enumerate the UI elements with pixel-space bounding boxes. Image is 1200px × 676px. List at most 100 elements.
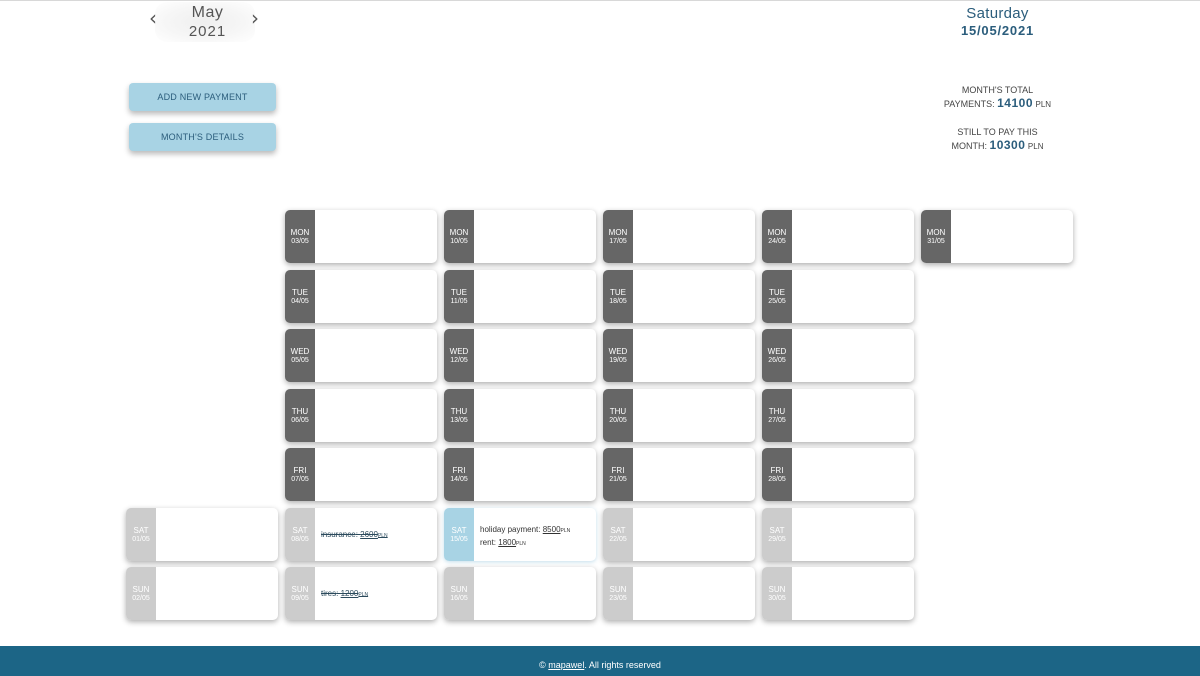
- payment-amount: 2600: [360, 530, 378, 539]
- remaining-payments: STILL TO PAY THIS MONTH: 10300 PLN: [925, 126, 1070, 152]
- day-date: 02/05: [132, 594, 150, 602]
- remaining-payments-currency: PLN: [1027, 142, 1044, 151]
- month-display-background: [155, 2, 255, 42]
- total-payments: MONTH'S TOTAL PAYMENTS: 14100 PLN: [925, 84, 1070, 110]
- payment-currency: PLN: [377, 533, 388, 539]
- weekday-name: MON: [767, 227, 787, 237]
- footer: © mapawel. All rights reserved: [0, 646, 1200, 676]
- day-date: 23/05: [609, 594, 627, 602]
- payment-name: rent: [480, 538, 494, 547]
- weekday-name: FRI: [293, 465, 307, 475]
- weekday-name: FRI: [452, 465, 466, 475]
- author-link[interactable]: mapawel: [548, 660, 585, 670]
- day-date: 08/05: [291, 535, 309, 543]
- chevron-left-icon[interactable]: ‹: [149, 6, 157, 30]
- payment-item[interactable]: holiday payment: 8500PLN: [480, 524, 570, 537]
- weekday-name: SAT: [451, 525, 467, 535]
- day-date: 06/05: [291, 416, 309, 424]
- payment-item[interactable]: tires: 1200PLN: [321, 588, 368, 601]
- day-date: 20/05: [609, 416, 627, 424]
- add-new-payment-button[interactable]: ADD NEW PAYMENT: [129, 83, 276, 111]
- payment-item[interactable]: rent: 1800PLN: [480, 537, 570, 550]
- weekday-name: SAT: [292, 525, 308, 535]
- weekday-name: SAT: [133, 525, 149, 535]
- current-full-date: 15/05/2021: [960, 23, 1035, 38]
- top-divider: [0, 0, 1200, 1]
- day-date: 26/05: [768, 356, 786, 364]
- month-summary: MONTH'S TOTAL PAYMENTS: 14100 PLN STILL …: [925, 84, 1070, 152]
- weekday-name: SUN: [132, 584, 150, 594]
- month-navigation: ‹ May 2021 ›: [145, 2, 270, 44]
- payment-name: holiday payment: [480, 525, 539, 534]
- payment-separator: :: [493, 538, 499, 547]
- payment-amount: 1200: [340, 589, 359, 598]
- remaining-payments-amount: 10300: [989, 138, 1026, 152]
- weekday-name: TUE: [451, 287, 467, 297]
- payment-currency: PLN: [516, 541, 526, 547]
- weekday-name: SUN: [291, 584, 309, 594]
- weekday-name: WED: [767, 346, 787, 356]
- payment-item[interactable]: insurance: 2600PLN: [321, 529, 388, 542]
- payment-currency: PLN: [358, 592, 369, 598]
- weekday-name: WED: [608, 346, 628, 356]
- weekday-name: WED: [290, 346, 310, 356]
- current-month: May: [191, 4, 224, 21]
- chevron-right-icon[interactable]: ›: [251, 6, 259, 30]
- payment-separator: :: [355, 530, 361, 539]
- day-date: 01/05: [132, 535, 150, 543]
- months-details-button[interactable]: MONTH'S DETAILS: [129, 123, 276, 151]
- day-date: 09/05: [291, 594, 309, 602]
- weekday-name: MON: [449, 227, 469, 237]
- weekday-name: THU: [291, 406, 309, 416]
- remaining-payments-label: STILL TO PAY THIS: [957, 127, 1038, 137]
- current-year: 2021: [188, 23, 227, 40]
- weekday-name: MON: [290, 227, 310, 237]
- day-date: 18/05: [609, 297, 627, 305]
